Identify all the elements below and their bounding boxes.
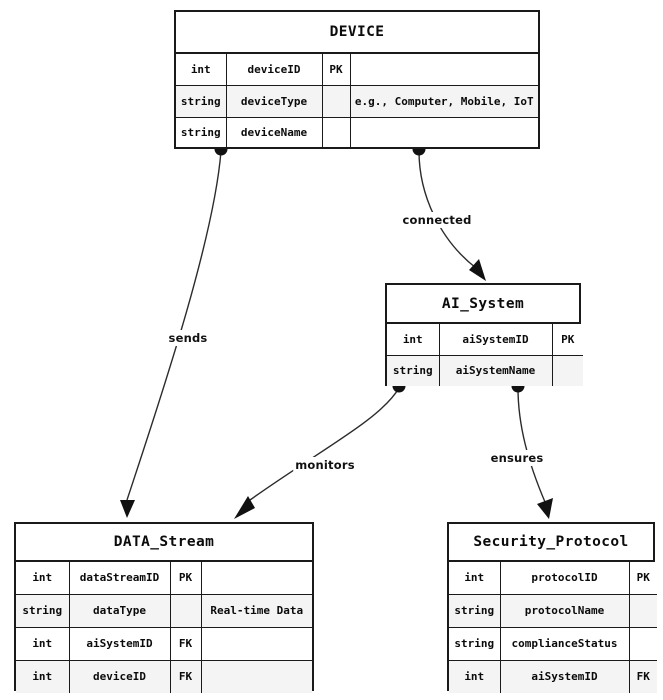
attr-key: FK [628, 659, 657, 693]
table-row[interactable]: int aiSystemID FK [16, 626, 312, 661]
attr-type: string [16, 593, 70, 628]
entity-device[interactable]: DEVICE int deviceID PK string deviceType… [174, 10, 540, 149]
attr-name: protocolName [499, 593, 630, 628]
relationship-label-ensures: ensures [488, 450, 546, 466]
edge-connected-arrowhead-icon [469, 259, 486, 281]
table-row[interactable]: int deviceID PK [176, 54, 538, 86]
edge-connected-path [418, 150, 477, 269]
attr-comment: Real-time Data [200, 593, 312, 628]
entity-security-protocol-attributes: int protocolID PK string protocolName st… [449, 562, 657, 693]
attr-name: deviceID [68, 659, 171, 693]
table-row[interactable]: string dataType Real-time Data [16, 593, 312, 628]
attr-type: int [449, 659, 501, 693]
attr-comment [349, 116, 538, 147]
attr-comment [349, 54, 538, 86]
attr-type: int [16, 659, 70, 693]
edge-ensures-path [517, 387, 546, 503]
attr-type: int [16, 626, 70, 661]
attr-type: int [387, 324, 440, 356]
entity-device-attributes: int deviceID PK string deviceType e.g., … [176, 54, 538, 147]
attr-name: aiSystemID [68, 626, 171, 661]
attr-key: FK [169, 659, 202, 693]
entity-ai-system-attributes: int aiSystemID PK string aiSystemName [387, 324, 583, 386]
table-row[interactable]: int deviceID FK [16, 659, 312, 693]
attr-name: protocolID [499, 562, 630, 595]
attr-type: int [16, 562, 70, 595]
table-row[interactable]: string complianceStatus [449, 626, 657, 661]
attr-comment [200, 659, 312, 693]
attr-name: deviceType [225, 84, 323, 118]
attr-key [628, 593, 657, 628]
attr-name: deviceID [225, 54, 323, 86]
attr-name: dataType [68, 593, 171, 628]
attr-key [169, 593, 202, 628]
relationship-label-monitors: monitors [293, 457, 357, 473]
entity-device-title: DEVICE [176, 12, 538, 54]
edge-monitors-arrowhead-icon [234, 496, 255, 519]
attr-key [628, 626, 657, 661]
attr-name: dataStreamID [68, 562, 171, 595]
table-row[interactable]: string deviceType e.g., Computer, Mobile… [176, 84, 538, 118]
relationship-label-connected: connected [400, 212, 474, 228]
attr-comment: e.g., Computer, Mobile, IoT [349, 84, 538, 118]
attr-type: string [449, 593, 501, 628]
attr-type: string [176, 116, 227, 147]
entity-data-stream-title: DATA_Stream [16, 524, 312, 562]
attr-key: PK [551, 324, 583, 356]
attr-key: FK [169, 626, 202, 661]
attr-key [321, 116, 351, 147]
entity-ai-system[interactable]: AI_System int aiSystemID PK string aiSys… [385, 283, 583, 386]
attr-name: aiSystemID [499, 659, 630, 693]
entity-data-stream-attributes: int dataStreamID PK string dataType Real… [16, 562, 312, 693]
attr-type: string [176, 84, 227, 118]
attr-type: string [449, 626, 501, 661]
attr-key: PK [321, 54, 351, 86]
attr-key: PK [628, 562, 657, 595]
relationship-label-sends: sends [166, 330, 210, 346]
attr-name: complianceStatus [499, 626, 630, 661]
table-row[interactable]: int aiSystemID PK [387, 324, 583, 356]
table-row[interactable]: string protocolName [449, 593, 657, 628]
table-row[interactable]: string deviceName [176, 116, 538, 147]
attr-name: aiSystemName [438, 354, 553, 386]
entity-data-stream[interactable]: DATA_Stream int dataStreamID PK string d… [14, 522, 314, 693]
edge-monitors [234, 379, 406, 519]
attr-type: string [387, 354, 440, 386]
attr-name: deviceName [225, 116, 323, 147]
attr-name: aiSystemID [438, 324, 553, 356]
table-row[interactable]: int aiSystemID FK [449, 659, 657, 693]
edge-monitors-path [249, 387, 400, 501]
attr-comment [200, 626, 312, 661]
table-row[interactable]: string aiSystemName [387, 354, 583, 386]
entity-security-protocol[interactable]: Security_Protocol int protocolID PK stri… [447, 522, 657, 693]
attr-key [551, 354, 583, 386]
edge-sends-path [126, 150, 222, 501]
table-row[interactable]: int protocolID PK [449, 562, 657, 595]
attr-key [321, 84, 351, 118]
attr-type: int [449, 562, 501, 595]
attr-type: int [176, 54, 227, 86]
entity-ai-system-title: AI_System [387, 285, 579, 324]
entity-security-protocol-title: Security_Protocol [449, 524, 653, 562]
edge-ensures-arrowhead-icon [537, 498, 553, 519]
edge-sends-arrowhead-icon [120, 500, 135, 518]
attr-key: PK [169, 562, 202, 595]
table-row[interactable]: int dataStreamID PK [16, 562, 312, 595]
attr-comment [200, 562, 312, 595]
